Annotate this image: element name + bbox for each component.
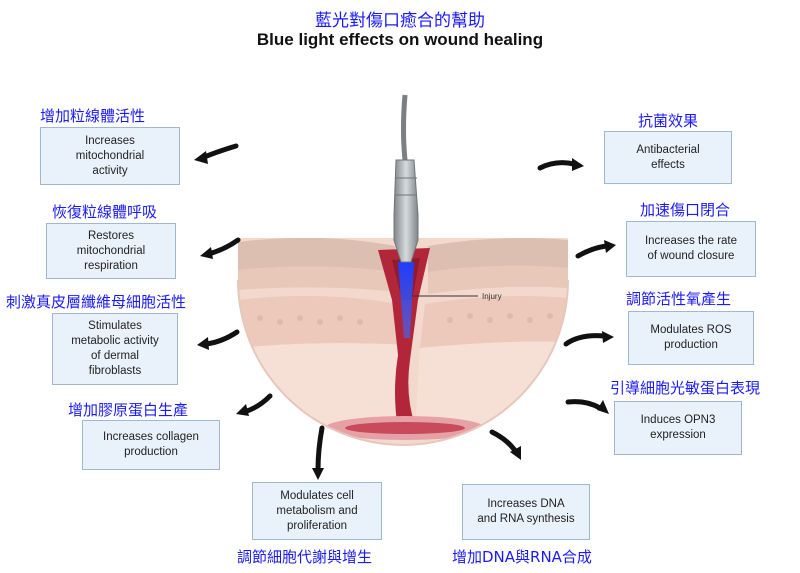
- box-mito-resp: Restores mitochondrial respiration: [46, 223, 176, 279]
- box-mito-activity: Increases mitochondrial activity: [40, 127, 180, 185]
- label-cell-metabolism-cn: 調節細胞代謝與增生: [237, 548, 373, 566]
- label-opn3-cn: 引導細胞光敏蛋白表現: [610, 379, 761, 397]
- blue-light-beam: [398, 262, 414, 338]
- injury-label: Injury: [482, 292, 502, 301]
- arrow-dna-rna: [489, 429, 519, 455]
- box-cell-metabolism: Modulates cell metabolism and proliferat…: [252, 482, 382, 540]
- box-opn3: Induces OPN3 expression: [614, 401, 742, 455]
- title-english: Blue light effects on wound healing: [256, 30, 544, 49]
- label-ros-cn: 調節活性氧產生: [626, 290, 732, 308]
- label-collagen-cn: 增加膠原蛋白生產: [68, 401, 189, 419]
- arrow-cell-metabolism: [315, 425, 325, 473]
- label-fibroblasts-cn: 刺激真皮層纖維母細胞活性: [6, 293, 187, 311]
- label-antibacterial-cn: 抗菌效果: [638, 112, 699, 130]
- arrow-opn3: [565, 399, 603, 411]
- box-ros: Modulates ROS production: [628, 311, 754, 365]
- arrowheads: [194, 151, 616, 480]
- label-dna-rna-cn: 增加DNA與RNA合成: [452, 548, 592, 566]
- label-mito-activity-cn: 增加粒線體活性: [40, 107, 146, 125]
- label-mito-resp-cn: 恢復粒線體呼吸: [52, 203, 158, 221]
- arrow-collagen: [241, 393, 273, 415]
- arrow-fibroblasts: [203, 329, 240, 347]
- arrow-antibacterial: [537, 160, 577, 171]
- box-antibacterial: Antibacterial effects: [604, 131, 732, 184]
- arrow-ros: [563, 333, 607, 347]
- arrow-mito-activity: [199, 143, 239, 161]
- box-closure: Increases the rate of wound closure: [626, 221, 756, 277]
- arrow-closure: [575, 243, 609, 259]
- light-probe-icon: [393, 159, 419, 263]
- box-dna-rna: Increases DNA and RNA synthesis: [462, 484, 590, 540]
- title-chinese: 藍光對傷口癒合的幫助: [315, 11, 485, 31]
- box-fibroblasts: Stimulates metabolic activity of dermal …: [52, 313, 178, 385]
- arrow-mito-resp: [205, 237, 241, 257]
- label-closure-cn: 加速傷口閉合: [640, 201, 731, 219]
- box-collagen: Increases collagen production: [82, 420, 220, 470]
